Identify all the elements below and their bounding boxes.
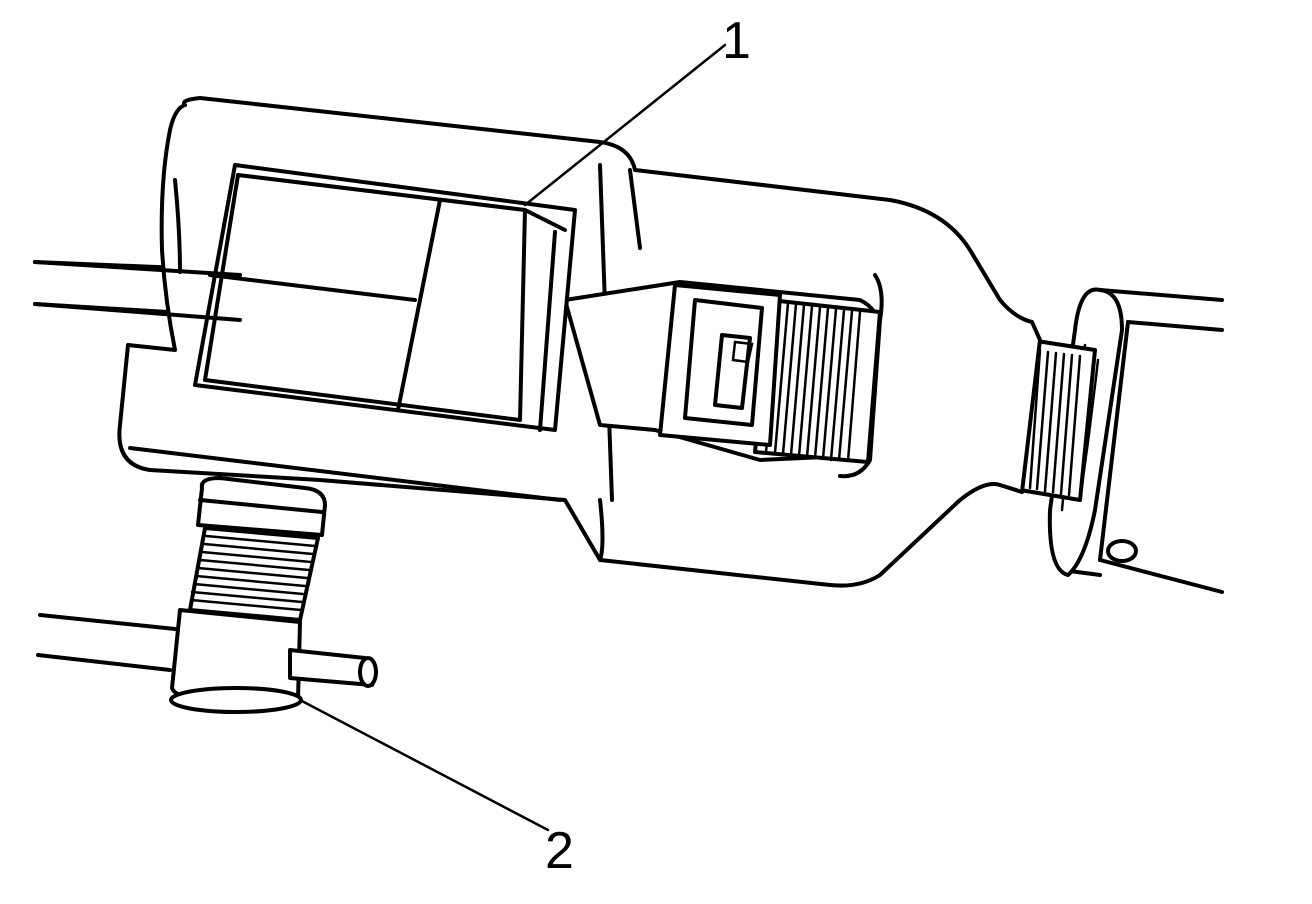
leader-lines (298, 43, 727, 832)
rectangular-block (193, 163, 577, 432)
connector-clip (658, 283, 782, 447)
leader-line-1 (523, 43, 727, 207)
mounting-hole (1106, 539, 1138, 563)
callout-2-label: 2 (545, 822, 574, 880)
lower-left-rail (36, 613, 187, 672)
right-rail (1060, 288, 1224, 594)
callout-1-label: 1 (722, 12, 751, 70)
leader-line-2 (298, 698, 550, 832)
cross-arm (33, 260, 242, 322)
forcing-screw (169, 476, 378, 714)
threaded-nut (753, 298, 882, 464)
